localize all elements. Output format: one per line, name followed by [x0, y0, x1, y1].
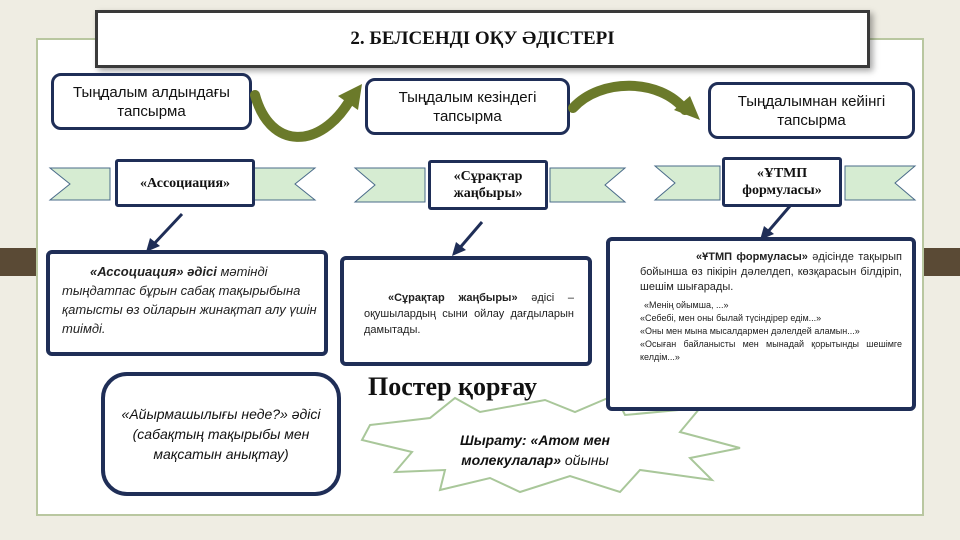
stage-before-listening: Тыңдалым алдындағы тапсырма: [51, 73, 252, 130]
page-title: 2. БЕЛСЕНДІ ОҚУ ӘДІСТЕРІ: [95, 10, 870, 68]
formula-line: «Осыған байланысты мен мынадай қорытынды…: [640, 339, 902, 362]
method-label: «Сұрақтар жаңбыры»: [453, 169, 523, 201]
formula-line: «Оны мен мына мысалдармен дәлелдей аламы…: [640, 326, 860, 336]
stage-label: Тыңдалымнан кейінгі тапсырма: [737, 92, 886, 129]
pointer-arrow-icon: [452, 221, 484, 256]
formula-line: «Менің ойымша, ...»: [644, 300, 729, 310]
stage-label: Тыңдалым алдындағы тапсырма: [73, 83, 230, 120]
method-label: «Ассоциация»: [139, 175, 231, 191]
ribbon-banner: [48, 167, 317, 201]
difference-word: әдісі: [291, 406, 321, 422]
scroll-questions-text: «Сұрақтар жаңбыры» әдісі – оқушылардың с…: [364, 290, 574, 338]
game-text: Шырату: «Атом мен молекулалар» ойыны: [460, 430, 610, 470]
scroll-bold: «ҰТМП формуласы»: [696, 251, 808, 263]
curved-arrow-icon: [250, 84, 362, 142]
game-suffix: ойыны: [561, 452, 609, 468]
stage-label: Тыңдалым кезіндегі тапсырма: [398, 88, 537, 125]
scroll-rest: әдісінде тақырып бойынша өз пікірін дәле…: [640, 251, 902, 293]
poster-defense-title: Постер қорғау: [368, 372, 537, 401]
difference-method-box: «Айырмашылығы неде?» әдісі (сабақтың тақ…: [101, 372, 341, 496]
scroll-rest: мәтінді тыңдатпас бұрын сабақ тақырыбына…: [62, 264, 317, 336]
starburst-shape: [360, 393, 741, 494]
stage-after-listening: Тыңдалымнан кейінгі тапсырма: [708, 82, 915, 139]
scroll-bold: «Сұрақтар жаңбыры»: [388, 292, 518, 304]
scroll-rest: әдісі – оқушылардың сыни ойлау дағдылары…: [364, 292, 574, 336]
pointer-arrow-icon: [146, 212, 184, 252]
pointer-arrow-icon: [760, 205, 792, 240]
ribbon-banner: [653, 165, 917, 201]
scroll-questions: [340, 256, 592, 366]
scroll-association-text: «Ассоциация» әдісі мәтінді тыңдатпас бұр…: [62, 262, 317, 338]
scroll-bold: «Ассоциация» әдісі: [90, 264, 217, 279]
difference-desc: (сабақтың тақырыбы мен мақсатын анықтау): [132, 426, 310, 462]
method-question-rain: «Сұрақтар жаңбыры»: [428, 160, 548, 210]
difference-title: «Айырмашылығы неде?»: [121, 406, 288, 422]
game-title: Шырату: «Атом мен молекулалар»: [460, 432, 610, 468]
difference-method-text: «Айырмашылығы неде?» әдісі (сабақтың тақ…: [117, 404, 325, 464]
method-formula: «ҰТМП формуласы»: [722, 157, 842, 207]
scroll-association: [46, 250, 328, 356]
method-association: «Ассоциация»: [115, 159, 255, 207]
scroll-formula-text: «ҰТМП формуласы» әдісінде тақырып бойынш…: [640, 250, 902, 364]
ribbon-banner: [353, 167, 627, 203]
curved-arrow-icon: [568, 80, 700, 120]
scroll-formula: [606, 237, 916, 411]
formula-line: «Себебі, мен оны былай түсіндірер едім..…: [640, 313, 822, 323]
method-label: «ҰТМП формуласы»: [742, 166, 822, 198]
